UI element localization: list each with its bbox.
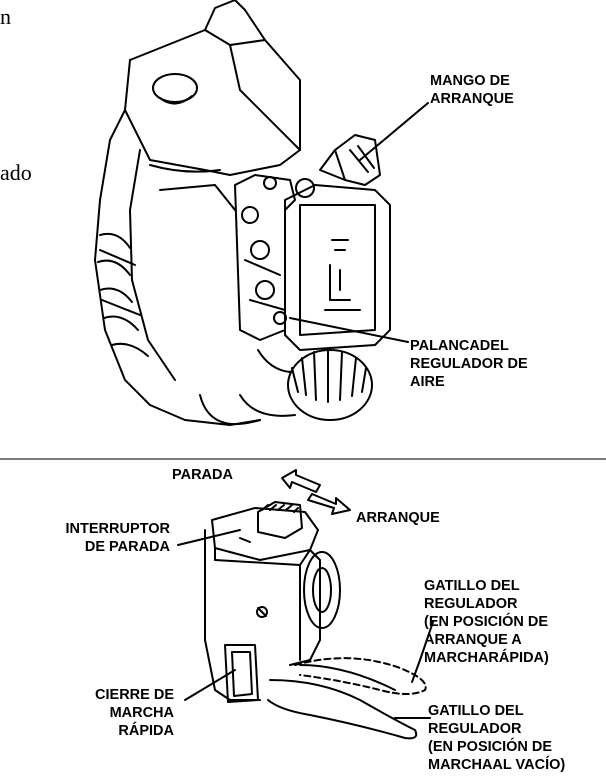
text-fragment-top: n	[0, 4, 11, 30]
label-interruptor-de-parada: INTERRUPTOR DE PARADA	[36, 520, 170, 556]
label-parada: PARADA	[172, 466, 233, 484]
arrow-arranque	[308, 494, 350, 514]
leader-interruptor	[178, 530, 240, 545]
leader-mango	[360, 103, 428, 160]
arrow-parada	[282, 470, 320, 492]
label-gatillo-posicion-vacio: GATILLO DEL REGULADOR (EN POSICIÓN DE MA…	[428, 702, 565, 774]
label-palanca-regulador: PALANCADEL REGULADOR DE AIRE	[410, 337, 528, 391]
label-arranque: ARRANQUE	[356, 509, 440, 527]
engine-drawing	[95, 0, 390, 425]
label-mango-de-arranque: MANGO DE ARRANQUE	[430, 72, 514, 108]
label-cierre-marcha-rapida: CIERRE DE MARCHA RÁPIDA	[60, 686, 174, 740]
text-fragment-mid: ado	[0, 160, 32, 186]
label-gatillo-posicion-arranque: GATILLO DEL REGULADOR (EN POSICIÓN DE AR…	[424, 577, 549, 667]
handle-drawing	[205, 502, 426, 738]
